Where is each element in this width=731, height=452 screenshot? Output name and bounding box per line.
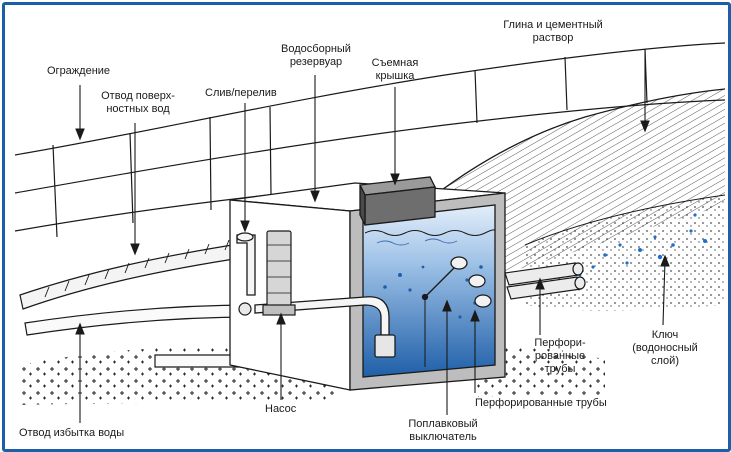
label-float-switch-line1: Поплавковый <box>408 418 478 430</box>
label-excess-drain: Отвод избытка воды <box>19 427 125 439</box>
label-lid: Съемная крышка <box>363 57 427 83</box>
label-perforated-pipes: Перфорированные трубы <box>475 397 607 409</box>
overflow-pipe <box>236 232 256 296</box>
label-reservoir-line2: резервуар <box>289 56 343 68</box>
label-clay-line1: Глина и цементный <box>503 19 603 31</box>
spring-water <box>578 213 707 277</box>
label-surface-drain-line2: ностных вод <box>106 103 170 115</box>
removable-lid <box>359 176 436 226</box>
inlet-pipes-inside <box>468 274 492 308</box>
label-clay-line2: раствор <box>532 32 574 44</box>
label-lid-line2: крышка <box>375 70 415 82</box>
leader-lines <box>75 50 670 423</box>
label-perf-right-line2: рованные <box>534 350 586 362</box>
label-perf-right-line1: Перфори- <box>534 337 586 349</box>
label-spring-line3: слой) <box>651 355 679 367</box>
label-reservoir-line1: Водосборный <box>281 43 351 55</box>
float-switch <box>421 256 468 367</box>
label-fence: Ограждение <box>47 65 111 77</box>
label-pump: Насос <box>265 403 297 415</box>
spring-collection-diagram <box>14 42 726 423</box>
label-reservoir: Водосборный резервуар <box>271 43 361 69</box>
label-perforated-pipes-right: Перфори- рованные трубы <box>527 337 593 376</box>
label-lid-line1: Съемная <box>371 57 419 69</box>
label-perf-right-line3: трубы <box>544 363 576 375</box>
label-spring-line1: Ключ <box>651 329 679 341</box>
label-clay: Глина и цементный раствор <box>493 19 613 45</box>
label-spring: Ключ (водоносный слой) <box>625 329 705 368</box>
label-surface-drain-line1: Отвод поверх- <box>101 90 175 102</box>
label-float-switch-line2: выключатель <box>409 431 477 443</box>
label-drain-overflow: Слив/перелив <box>205 87 277 99</box>
label-surface-drain: Отвод поверх- ностных вод <box>93 90 183 116</box>
pump <box>238 230 296 316</box>
label-float-switch: Поплавковый выключатель <box>403 418 483 444</box>
label-spring-line2: (водоносный <box>632 342 698 354</box>
